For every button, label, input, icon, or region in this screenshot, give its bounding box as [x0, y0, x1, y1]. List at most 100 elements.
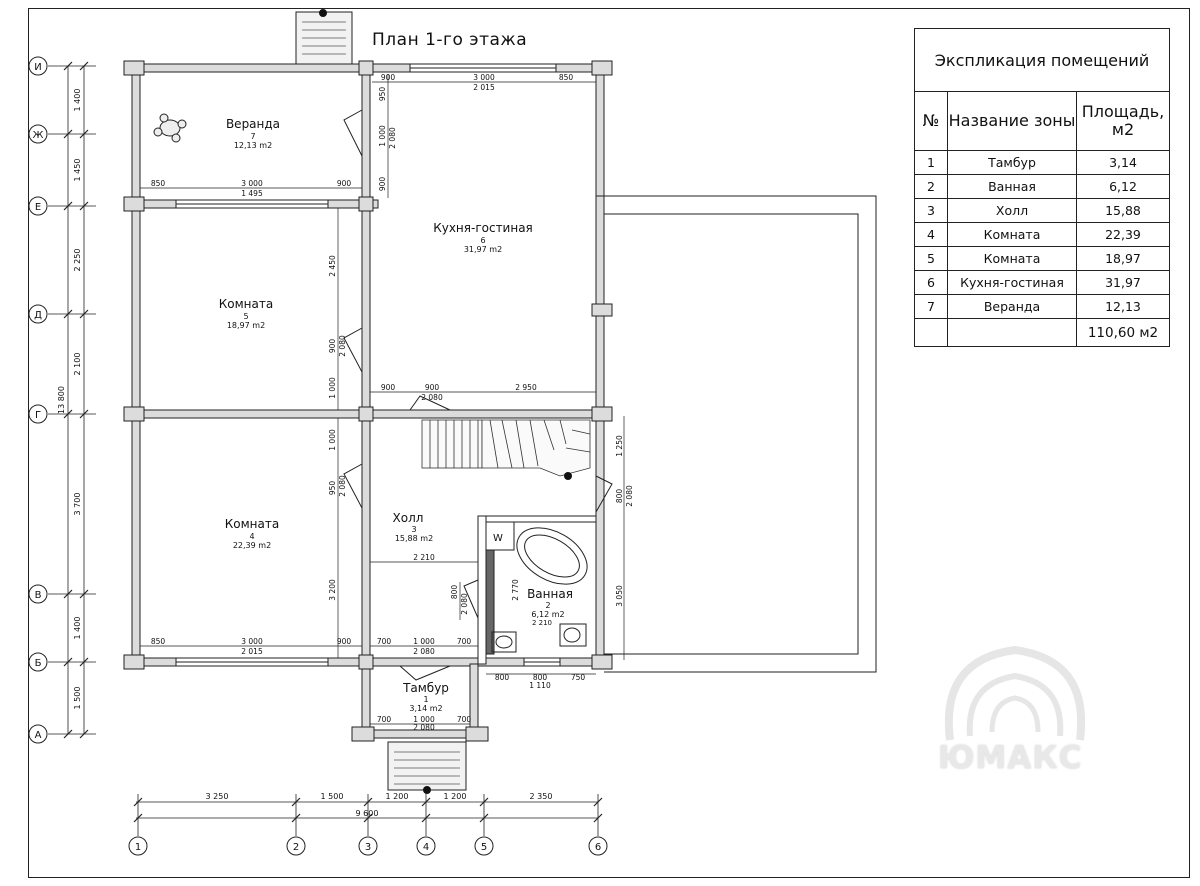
explication-cell-name: Комната	[947, 246, 1077, 271]
dim-veranda-bottom-1: 850	[151, 179, 166, 188]
dim-stair-right-2: 800	[615, 489, 624, 504]
washer-label: W	[493, 533, 503, 544]
dim-stair-right-3: 3 050	[615, 585, 624, 607]
dim-veranda-top-sub: 2 015	[473, 83, 495, 92]
door-veranda	[343, 109, 363, 157]
dim-room5-right-sub: 2 080	[338, 335, 347, 357]
dim-bath-bottom-sub: 1 110	[529, 681, 551, 690]
row-axis-label: Е	[35, 202, 41, 213]
explication-caption: Экспликация помещений	[914, 28, 1170, 92]
left-dimension-chain	[67, 66, 85, 734]
room-bath-sub: 2 210	[532, 619, 552, 627]
bottom-dim-value: 1 200	[386, 792, 409, 801]
bottom-dim-value: 1 200	[444, 792, 467, 801]
row-axis-bubble	[28, 724, 48, 744]
room-veranda-area: 12,13 m2	[234, 141, 272, 150]
windows-layer	[175, 63, 561, 667]
room-5-area: 18,97 m2	[227, 321, 265, 330]
left-dim-value: 1 450	[73, 159, 82, 182]
dim-veranda-top-3: 850	[559, 73, 574, 82]
explication-cell-area: 22,39	[1076, 222, 1170, 247]
dim-veranda-top-1: 900	[381, 73, 396, 82]
row-axis-bubble	[28, 56, 48, 76]
room-kitchen-num: 6	[480, 236, 485, 245]
col-num-header: №	[914, 91, 948, 151]
wall-tambur-left	[361, 663, 371, 737]
room-hall-num: 3	[411, 525, 416, 534]
walls-layer	[127, 63, 607, 739]
room-veranda-name: Веранда	[226, 117, 280, 131]
wall-bath-left	[477, 515, 487, 665]
row-axis-label: Б	[35, 658, 42, 669]
sink	[491, 631, 517, 653]
dim-room4-right-2: 950	[328, 481, 337, 496]
room-tambur-num: 1	[423, 695, 428, 704]
explication-cell-name: Комната	[947, 222, 1077, 247]
room-labels: Веранда 7 12,13 m2 Комната 5 18,97 m2 Ку…	[219, 117, 573, 713]
door-tambur	[399, 665, 451, 681]
terrace-outline	[596, 195, 877, 673]
row-axis-label: Г	[35, 410, 41, 421]
col-name-header: Название зоны	[947, 91, 1077, 151]
explication-cell-area: 3,14	[1076, 150, 1170, 175]
dim-veranda-right-sub: 2 080	[388, 127, 397, 149]
dim-bath-bottom-3: 750	[571, 673, 586, 682]
row-axis-label: Д	[34, 310, 42, 321]
room-tambur-name: Тамбур	[402, 681, 449, 695]
room-5-name: Комната	[219, 297, 273, 311]
explication-cell-num: 3	[914, 198, 948, 223]
row-axis-bubble	[28, 404, 48, 424]
wall-bath-top	[477, 515, 597, 523]
dim-veranda-right-3: 900	[378, 177, 387, 192]
dim-tambur-bottom-1: 700	[377, 715, 392, 724]
dim-stair-right-sub: 2 080	[625, 485, 634, 507]
dim-room4-right-3: 3 200	[328, 579, 337, 601]
column-axis-bubble	[588, 836, 608, 856]
explication-cell-num: 6	[914, 270, 948, 295]
row-axis-bubble	[28, 124, 48, 144]
total-area: 110,60 м2	[1076, 318, 1170, 347]
wall-tambur-right	[469, 663, 479, 737]
explication-cell-area: 6,12	[1076, 174, 1170, 199]
column-axis-label: 3	[365, 842, 371, 853]
left-dim-value: 3 700	[73, 493, 82, 516]
dim-room5-right-2: 900	[328, 339, 337, 354]
row-axis-bubble	[28, 584, 48, 604]
door-kitchen	[409, 395, 451, 411]
bath-fixtures	[485, 521, 588, 655]
wall-right	[595, 63, 605, 667]
dim-hall-bottom-sub: 2 080	[413, 647, 435, 656]
explication-cell-num: 5	[914, 246, 948, 271]
dim-hall-bottom-2: 1 000	[413, 637, 435, 646]
dim-room4-right-sub: 2 080	[338, 475, 347, 497]
door-room4	[343, 463, 363, 509]
dim-veranda-top-2: 3 000	[473, 73, 495, 82]
left-dim-value: 2 250	[73, 249, 82, 272]
explication-cell-num: 7	[914, 294, 948, 319]
tile-strip	[485, 549, 495, 655]
dim-hall-bottom-1: 700	[377, 637, 392, 646]
room-bath-num: 2	[545, 601, 550, 610]
dim-veranda-right-2: 1 000	[378, 125, 387, 147]
column-axis-bubble	[358, 836, 378, 856]
explication-table: Экспликация помещений № Название зоны Пл…	[914, 28, 1170, 347]
bottom-dim-value: 2 350	[530, 792, 553, 801]
dim-hall-bottom-3: 700	[457, 637, 472, 646]
dim-veranda-bottom-3: 900	[337, 179, 352, 188]
toilet	[559, 623, 587, 647]
dim-veranda-right-1: 950	[378, 87, 387, 102]
interior-staircase	[421, 419, 591, 477]
dim-bath-inner: 2 770	[511, 579, 520, 601]
room-hall-name: Холл	[393, 511, 424, 525]
wall-axis3	[361, 63, 371, 667]
left-dim-value: 1 400	[73, 89, 82, 112]
dim-tambur-bottom-2: 1 000	[413, 715, 435, 724]
total-row: 110,60 м2	[914, 318, 1170, 347]
explication-cell-num: 1	[914, 150, 948, 175]
row-axis-bubble	[28, 652, 48, 672]
dim-room4-bottom-1: 850	[151, 637, 166, 646]
